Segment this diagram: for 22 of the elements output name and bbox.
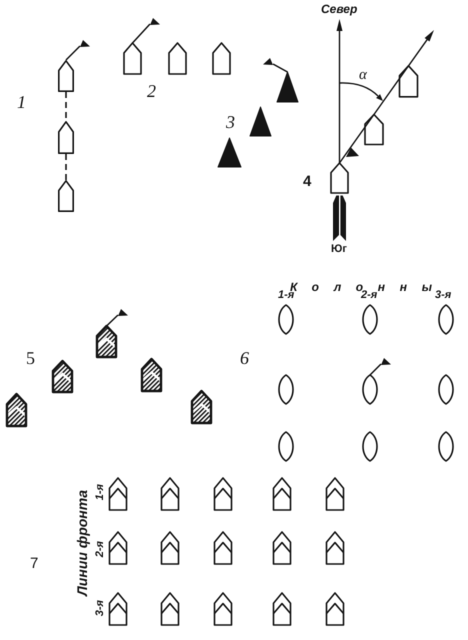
row-heading: Линии фронта [75,490,89,596]
ship-icon [58,121,74,154]
figure-number: 2 [147,82,156,100]
figure-number: 4 [303,174,312,189]
figure-number: 1 [17,93,26,111]
figure-number: 5 [26,349,35,367]
figure-number: 3 [226,113,235,131]
ship-icon [58,180,74,212]
angle-label: α [359,68,367,83]
column-label: 1-я [278,290,294,301]
column-label: 3-я [435,290,452,301]
figure-number: 6 [240,349,249,367]
column-label: 2-я [361,290,378,301]
dashed-line [65,92,67,121]
row-label: 2-я [95,541,106,558]
compass-label: Юг [331,244,347,255]
dashed-line [65,154,67,180]
row-label: 3-я [95,600,106,616]
row-label: 1-я [95,484,106,500]
compass-label: Север [321,3,358,15]
figure-number: 7 [30,556,38,571]
ship-icon [58,60,74,92]
